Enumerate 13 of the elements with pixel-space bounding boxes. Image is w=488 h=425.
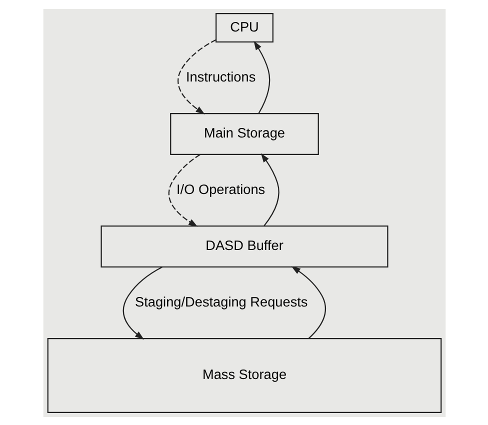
arrow — [168, 154, 200, 226]
edge-label: Instructions — [185, 68, 256, 84]
node-box: CPU — [215, 12, 273, 42]
edge-label: I/O Operations — [176, 181, 265, 196]
arrow — [177, 38, 216, 114]
node-box: DASD Buffer — [100, 225, 388, 268]
arrow — [290, 266, 326, 338]
node-box: Main Storage — [170, 112, 318, 155]
arrow — [260, 152, 279, 226]
arrow — [122, 266, 162, 340]
arrow — [253, 40, 270, 114]
edge-label: Staging/Destaging Requests — [134, 294, 308, 309]
node-box: Mass Storage — [46, 338, 442, 413]
